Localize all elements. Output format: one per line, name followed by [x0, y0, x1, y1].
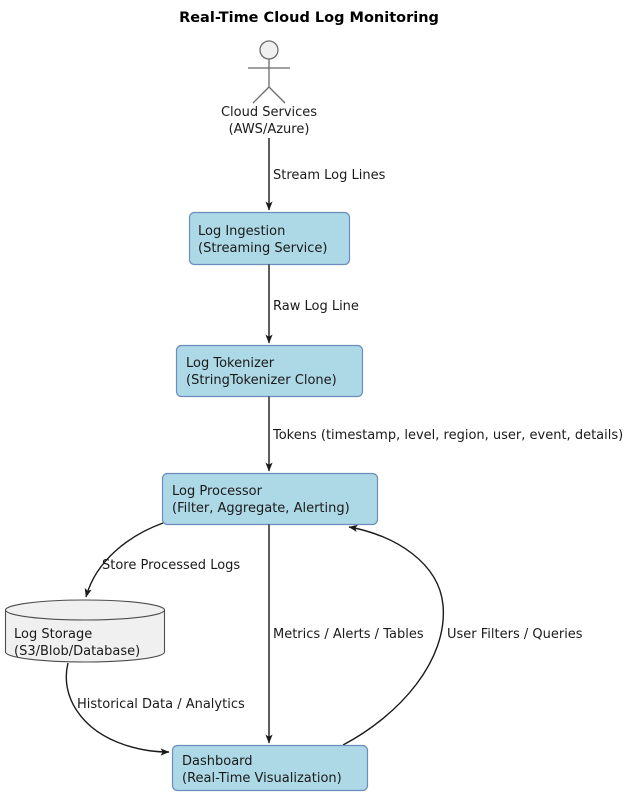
actor-head-icon — [259, 40, 279, 60]
node-log-processor-line1: Log Processor — [172, 484, 263, 499]
node-log-tokenizer-line2: (StringTokenizer Clone) — [186, 373, 337, 388]
node-log-tokenizer-box[interactable] — [175, 344, 364, 398]
edge-user-filters-queries — [342, 524, 444, 746]
node-dashboard-box[interactable] — [171, 744, 369, 792]
edge-label-user-filters-queries: User Filters / Queries — [447, 627, 583, 642]
node-log-tokenizer-line1: Log Tokenizer — [186, 356, 275, 371]
node-log-processor-line2: (Filter, Aggregate, Alerting) — [172, 501, 350, 516]
node-log-processor[interactable]: Log Processor (Filter, Aggregate, Alerti… — [161, 472, 379, 526]
cloud-services-actor: Cloud Services (AWS/Azure) — [221, 40, 317, 137]
node-dashboard-line1: Dashboard — [182, 754, 253, 769]
node-log-storage-top-ellipse — [4, 599, 166, 621]
edge-label-raw-log-line: Raw Log Line — [273, 299, 359, 314]
node-log-ingestion-line1: Log Ingestion — [198, 224, 285, 239]
edge-historical-data-analytics — [65, 662, 170, 756]
node-log-ingestion[interactable]: Log Ingestion (Streaming Service) — [188, 211, 351, 266]
page-title: Real-Time Cloud Log Monitoring — [179, 10, 439, 26]
node-log-storage-cylinder[interactable] — [4, 609, 166, 663]
node-dashboard-line2: (Real-Time Visualization) — [182, 771, 342, 786]
edge-label-stream-log-lines: Stream Log Lines — [273, 168, 386, 183]
node-log-storage[interactable]: Log Storage (S3/Blob/Database) — [4, 599, 166, 663]
edge-store-processed-logs — [84, 522, 164, 598]
actor-label-line2: (AWS/Azure) — [229, 122, 310, 137]
edge-label-historical-data-analytics: Historical Data / Analytics — [77, 697, 245, 712]
node-log-storage-line1: Log Storage — [14, 627, 92, 642]
edge-label-metrics-alerts-tables: Metrics / Alerts / Tables — [273, 627, 424, 642]
actor-leg-left-icon — [252, 86, 270, 104]
node-log-tokenizer[interactable]: Log Tokenizer (StringTokenizer Clone) — [175, 344, 364, 398]
actor-leg-right-icon — [268, 86, 286, 104]
node-dashboard[interactable]: Dashboard (Real-Time Visualization) — [171, 744, 369, 792]
edge-label-store-processed-logs: Store Processed Logs — [102, 558, 240, 573]
node-log-storage-line2: (S3/Blob/Database) — [14, 644, 140, 659]
actor-label-line1: Cloud Services — [221, 105, 317, 120]
node-log-processor-box[interactable] — [161, 472, 379, 526]
node-log-ingestion-line2: (Streaming Service) — [198, 241, 327, 256]
edge-label-tokens: Tokens (timestamp, level, region, user, … — [272, 428, 623, 443]
